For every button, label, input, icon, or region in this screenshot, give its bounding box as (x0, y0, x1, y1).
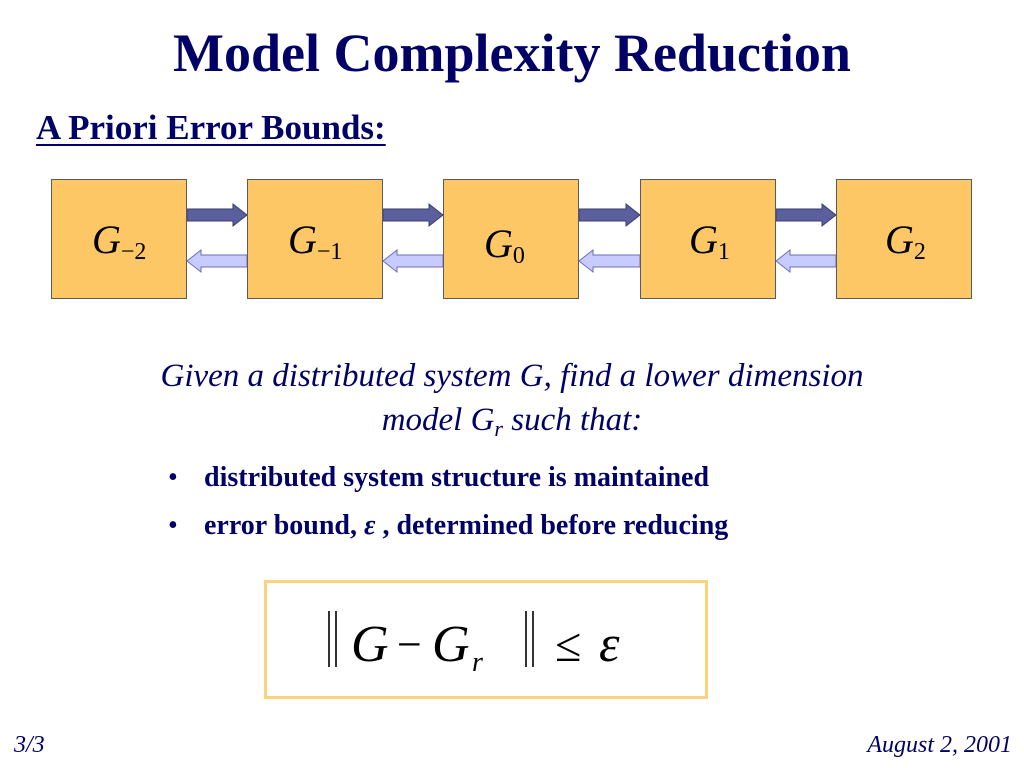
slide-subtitle: A Priori Error Bounds: (36, 108, 386, 147)
node-box-g-0: G0 (443, 179, 579, 299)
forward-arrow (186, 202, 248, 228)
eq-minus: − (397, 620, 422, 669)
eq-leq: ≤ (555, 619, 581, 672)
forward-arrow (578, 202, 641, 228)
node-label: G−1 (288, 217, 343, 265)
slide-date: August 2, 2001 (867, 732, 1012, 758)
slide-title: Model Complexity Reduction (173, 23, 851, 83)
backward-arrow (775, 248, 837, 274)
node-box-g-minus-2: G−2 (51, 179, 187, 299)
eq-epsilon: ε (599, 616, 620, 673)
bullet-text-error-bound: error bound, ε , determined before reduc… (204, 510, 729, 541)
error-bound-equation: G − G r ≤ ε (328, 611, 620, 678)
node-box-g-1: G1 (640, 179, 776, 299)
list-item: • error bound, ε , determined before red… (168, 510, 728, 558)
node-label: G2 (885, 217, 926, 265)
bullet-marker: • (168, 510, 178, 541)
node-box-g-2: G2 (836, 179, 972, 299)
problem-description: Given a distributed system G, find a low… (0, 354, 1024, 451)
node-label: G0 (484, 221, 525, 269)
description-line-1: Given a distributed system G, find a low… (160, 358, 864, 394)
slide-number: 3/3 (14, 732, 45, 758)
description-line-2: model Gr such that: (381, 402, 643, 441)
bullet-text-structure: distributed system structure is maintain… (204, 462, 710, 493)
requirements-list: • distributed system structure is mainta… (168, 462, 728, 558)
backward-arrow (186, 248, 248, 274)
node-label: G1 (689, 217, 730, 265)
eq-gr-base: G (432, 616, 470, 673)
node-box-g-minus-1: G−1 (247, 179, 383, 299)
error-bound-equation-box: G − G r ≤ ε (264, 580, 708, 699)
list-item: • distributed system structure is mainta… (168, 462, 728, 510)
backward-arrow (382, 248, 444, 274)
bullet-marker: • (168, 462, 178, 493)
eq-g: G (351, 616, 389, 673)
eq-gr-sub: r (472, 647, 483, 678)
backward-arrow (578, 248, 641, 274)
forward-arrow (775, 202, 837, 228)
node-label: G−2 (92, 217, 147, 265)
forward-arrow (382, 202, 444, 228)
